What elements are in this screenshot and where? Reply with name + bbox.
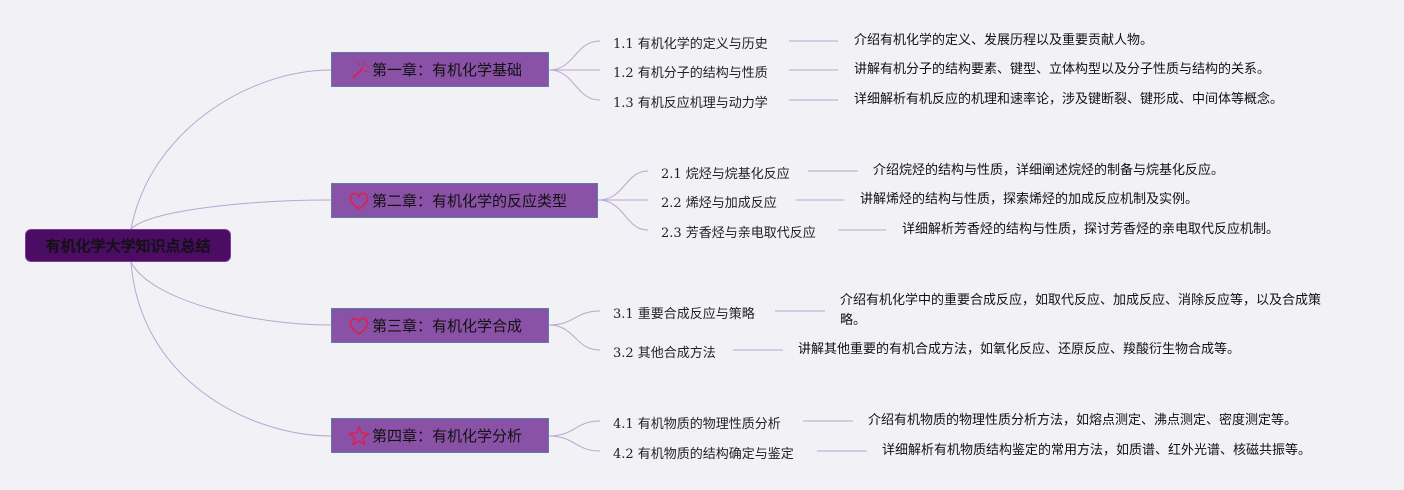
section-description: 介绍有机化学中的重要合成反应，如取代反应、加成反应、消除反应等，以及合成策略。	[840, 293, 1322, 328]
link-ch1-s3	[548, 69, 601, 101]
section-description: 讲解有机分子的结构要素、键型、立体构型以及分子性质与结构的关系。	[854, 62, 1271, 77]
section-label[interactable]: 1.2 有机分子的结构与性质	[613, 66, 768, 81]
link-root-ch4	[130, 261, 332, 437]
link-root-ch1	[130, 69, 332, 230]
section-label[interactable]: 2.3 芳香烃与亲电取代反应	[661, 226, 816, 241]
chapter-node-4[interactable]: 第四章：有机化学分析	[331, 418, 549, 453]
heart-icon	[348, 315, 370, 337]
link-root-ch3	[130, 261, 332, 326]
chapter-label: 第二章：有机化学的反应类型	[372, 192, 568, 210]
chapter-label: 第四章：有机化学分析	[372, 427, 523, 445]
heart-icon	[348, 190, 370, 212]
section-description: 详细解析芳香烃的结构与性质，探讨芳香烃的亲电取代反应机制。	[902, 222, 1280, 237]
link-root-ch2	[130, 199, 332, 230]
section-description: 详细解析有机反应的机理和速率论，涉及键断裂、键形成、中间体等概念。	[854, 92, 1284, 107]
link-ch2-s3	[597, 199, 649, 231]
link-ch3-s1	[548, 310, 601, 326]
section-description: 介绍有机化学的定义、发展历程以及重要贡献人物。	[854, 33, 1154, 48]
chapter-node-2[interactable]: 第二章：有机化学的反应类型	[331, 183, 598, 218]
section-label[interactable]: 1.3 有机反应机理与动力学	[613, 96, 768, 111]
chapter-label: 第一章：有机化学基础	[372, 61, 523, 79]
root-node[interactable]: 有机化学大学知识点总结	[25, 229, 231, 262]
link-ch4-s2	[548, 435, 601, 452]
chapter-label: 第三章：有机化学合成	[372, 317, 523, 335]
chapter-node-1[interactable]: 第一章：有机化学基础	[331, 52, 549, 87]
section-label[interactable]: 3.1 重要合成反应与策略	[613, 307, 755, 322]
link-ch1-s1	[548, 40, 601, 71]
section-description: 详细解析有机物质结构鉴定的常用方法，如质谱、红外光谱、核磁共振等。	[882, 443, 1312, 458]
section-description: 讲解烯烃的结构与性质，探索烯烃的加成反应机制及实例。	[860, 192, 1199, 207]
section-label[interactable]: 4.2 有机物质的结构确定与鉴定	[613, 447, 794, 462]
section-description: 介绍有机物质的物理性质分析方法，如熔点测定、沸点测定、密度测定等。	[868, 413, 1298, 428]
link-ch4-s1	[548, 420, 601, 437]
chapter-node-3[interactable]: 第三章：有机化学合成	[331, 308, 549, 343]
magic-wand-icon	[348, 59, 370, 81]
root-label: 有机化学大学知识点总结	[45, 237, 211, 255]
star-icon	[348, 425, 370, 447]
section-description: 介绍烷烃的结构与性质，详细阐述烷烃的制备与烷基化反应。	[873, 163, 1225, 178]
link-ch2-s1	[597, 170, 649, 201]
section-label[interactable]: 3.2 其他合成方法	[613, 346, 716, 361]
section-label[interactable]: 2.2 烯烃与加成反应	[661, 196, 777, 211]
section-label[interactable]: 1.1 有机化学的定义与历史	[613, 37, 768, 52]
section-label[interactable]: 4.1 有机物质的物理性质分析	[613, 417, 781, 432]
section-label[interactable]: 2.1 烷烃与烷基化反应	[661, 167, 790, 182]
section-description: 讲解其他重要的有机合成方法，如氧化反应、还原反应、羧酸衍生物合成等。	[798, 342, 1241, 357]
link-ch3-s2	[548, 324, 601, 351]
